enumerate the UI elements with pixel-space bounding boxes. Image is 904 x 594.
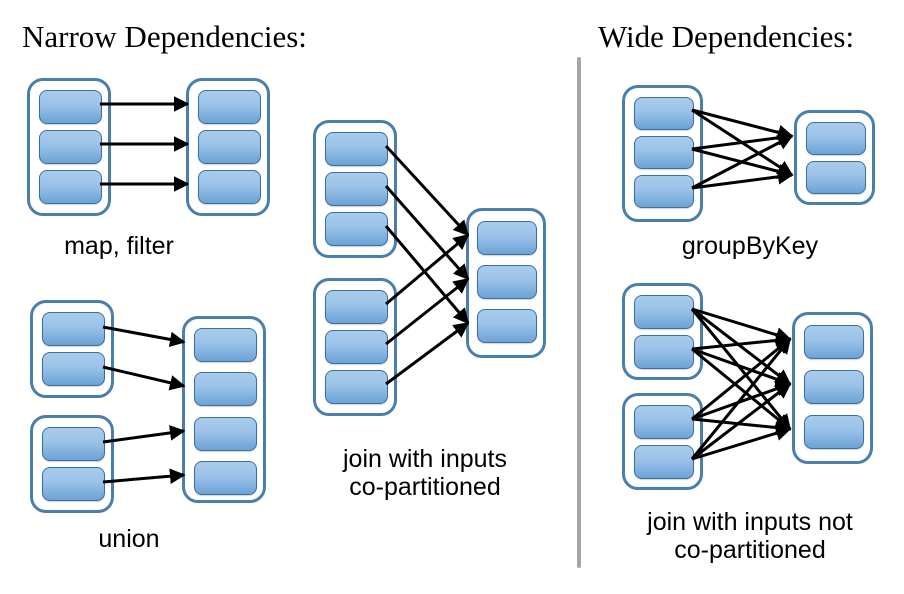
narrow-dependencies-heading: Narrow Dependencies: — [22, 19, 307, 54]
partition-block — [194, 372, 257, 406]
partition-block — [42, 312, 105, 346]
partition-block — [198, 130, 261, 164]
partition-block — [325, 132, 388, 166]
partition-block — [198, 90, 261, 124]
partition-block — [634, 136, 694, 169]
partition-block — [325, 212, 388, 246]
partition-block — [477, 309, 537, 343]
partition-block — [42, 427, 105, 461]
join-not-copartitioned-source-container-2 — [622, 393, 703, 490]
partition-block — [804, 325, 864, 359]
edges-map-filter — [100, 96, 190, 192]
partition-block — [634, 295, 694, 329]
wide-dependencies-heading: Wide Dependencies: — [598, 19, 855, 54]
partition-block — [42, 352, 105, 386]
partition-block — [634, 405, 694, 439]
groupbykey-source-container — [622, 85, 703, 222]
join-not-copartitioned-source-container-1 — [622, 283, 703, 380]
partition-block — [325, 370, 388, 404]
panel-divider — [577, 57, 581, 568]
union-target-container — [182, 316, 266, 503]
groupbykey-target-container — [794, 110, 875, 205]
caption-join-not-copartitioned: join with inputs not co-partitioned — [647, 508, 853, 564]
partition-block — [634, 335, 694, 369]
partition-block — [325, 290, 388, 324]
caption-join-copartitioned: join with inputs co-partitioned — [343, 445, 507, 501]
edges-union — [102, 325, 186, 484]
partition-block — [634, 97, 694, 130]
edges-join-copartitioned — [384, 144, 470, 386]
partition-block — [194, 328, 257, 362]
edges-group-by-key — [691, 108, 794, 190]
partition-block — [806, 161, 866, 194]
join-copartitioned-source-container-1 — [313, 120, 397, 258]
partition-block — [39, 90, 102, 124]
partition-block — [804, 415, 864, 449]
partition-block — [194, 417, 257, 451]
partition-block — [325, 330, 388, 364]
partition-block — [39, 130, 102, 164]
partition-block — [194, 461, 257, 495]
caption-group-by-key: groupByKey — [681, 232, 819, 260]
union-source-container-1 — [30, 300, 114, 398]
partition-block — [477, 221, 537, 255]
partition-block — [634, 175, 694, 208]
partition-block — [804, 370, 864, 404]
map-filter-source-container — [27, 78, 111, 216]
partition-block — [198, 170, 261, 204]
caption-union: union — [98, 525, 160, 553]
join-not-copartitioned-target-container — [792, 312, 873, 464]
caption-map-filter: map, filter — [64, 232, 174, 260]
join-copartitioned-source-container-2 — [313, 278, 397, 416]
union-source-container-2 — [30, 415, 114, 513]
partition-block — [634, 445, 694, 479]
partition-block — [39, 170, 102, 204]
edges-join-not-copartitioned — [690, 307, 792, 461]
map-filter-target-container — [186, 78, 270, 216]
partition-block — [42, 467, 105, 501]
partition-block — [806, 122, 866, 155]
join-copartitioned-target-container — [466, 208, 546, 358]
partition-block — [477, 265, 537, 299]
partition-block — [325, 172, 388, 206]
